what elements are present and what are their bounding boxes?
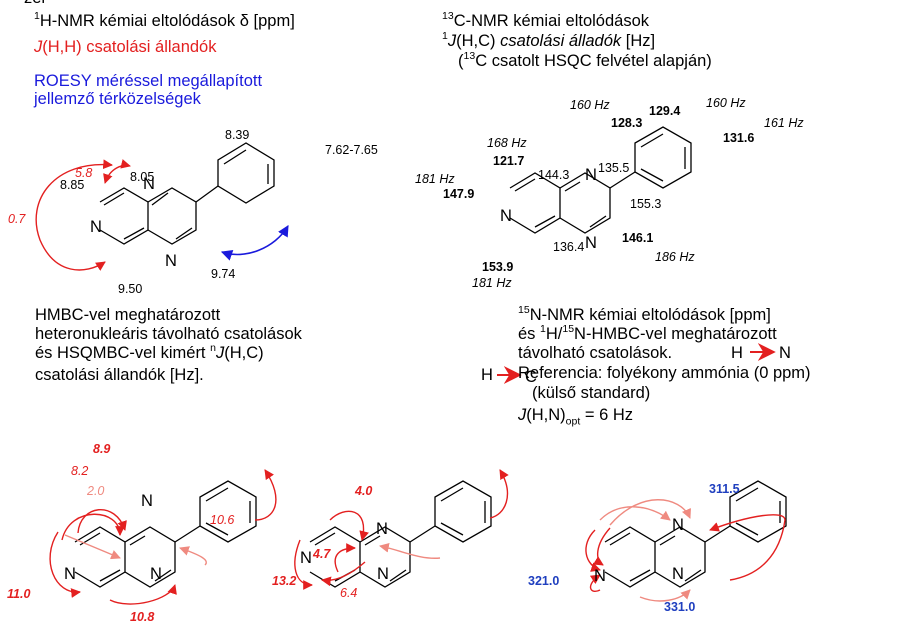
atom-n-4-n: N <box>672 565 684 583</box>
j-ch-5: 181 Hz <box>472 276 512 290</box>
c-shift-128-3: 128.3 <box>611 116 643 130</box>
j-hh-0-7: 0.7 <box>8 212 26 226</box>
atom-n-1-n: N <box>672 516 684 534</box>
header-title: zer <box>24 0 47 8</box>
atom-n-6-c: N <box>500 207 512 225</box>
j-ch-ortho: 160 Hz <box>570 98 610 112</box>
j-hh-07-arrow <box>35 159 113 271</box>
hmbc-text-4: csatolási állandók [Hz]. <box>35 366 204 384</box>
molecule-n-nmr <box>604 480 787 588</box>
h-nmr-heading: 1H-NMR kémiai eltolódások δ [ppm] <box>34 9 295 30</box>
c-shift-146-1: 146.1 <box>622 231 654 245</box>
n-shift-331-0: 331.0 <box>664 600 696 614</box>
molecule-h-nmr <box>99 142 275 245</box>
n-nmr-text-6: J(H,N)opt = 6 Hz <box>518 406 633 428</box>
hmbc-1-arrows <box>49 469 277 605</box>
h-shift-8-85: 8.85 <box>60 178 85 192</box>
atom-n-1-h1: N <box>141 492 153 510</box>
atom-n-6-n: N <box>594 567 606 585</box>
n-legend-n: N <box>779 344 791 362</box>
c-shift-155-3: 155.3 <box>630 197 662 211</box>
hmbc1-10-8: 10.8 <box>130 610 155 624</box>
hmbc-text-3: és HSQMBC-vel kimért nJ(H,C) <box>35 341 264 362</box>
hmbc-2-arrows <box>294 469 509 590</box>
hmbc1-8-9: 8.9 <box>93 442 111 456</box>
roesy-heading-1: ROESY méréssel megállapított <box>34 72 263 90</box>
atom-n-4: N <box>165 252 177 270</box>
c-shift-121-7: 121.7 <box>493 154 525 168</box>
h-shift-8-05: 8.05 <box>130 170 155 184</box>
n-shift-311-5: 311.5 <box>709 482 740 496</box>
hmbc1-2-0: 2.0 <box>87 484 105 498</box>
hmbc1-11-0: 11.0 <box>7 587 31 601</box>
n-shift-321-0: 321.0 <box>528 574 560 588</box>
atom-n-6-h2: N <box>300 549 312 567</box>
c-shift-144-3: 144.3 <box>538 168 570 182</box>
c-shift-135-5: 135.5 <box>598 161 630 175</box>
c-nmr-heading: 13C-NMR kémiai eltolódások <box>442 9 649 30</box>
atom-n-4-c: N <box>585 234 597 252</box>
n-hmbc-arrows <box>585 499 786 602</box>
roesy-arrow <box>220 225 289 261</box>
n-nmr-text-5: (külső standard) <box>532 384 651 402</box>
c-shift-136-4: 136.4 <box>553 240 585 254</box>
hmbc2-4-7: 4.7 <box>313 547 331 561</box>
h-shift-8-39: 8.39 <box>225 128 250 142</box>
hmbc-text-1: HMBC-vel meghatározott <box>35 306 221 324</box>
n-nmr-text-4: Referencia: folyékony ammónia (0 ppm) <box>518 364 811 382</box>
j-hh-heading: J(H,H) csatolási állandók <box>34 38 217 56</box>
hmbc-legend-c: C <box>525 368 537 386</box>
hmbc-text-2: heteronukleáris távolható csatolások <box>35 325 302 343</box>
c-shift-131-6: 131.6 <box>723 131 755 145</box>
atom-n-4-h2: N <box>377 565 389 583</box>
hmbc1-10-6: 10.6 <box>210 513 235 527</box>
n-nmr-text-2: és 1H/15N-HMBC-vel meghatározott <box>518 322 777 343</box>
c-nmr-coupling-heading: 1J(H,C) csatolási álladók [Hz] <box>442 29 656 50</box>
hmbc2-6-4: 6.4 <box>340 586 358 600</box>
n-legend-h: H <box>731 344 743 362</box>
h-shift-phenyl: 7.62-7.65 <box>325 143 378 157</box>
hmbc2-13-2: 13.2 <box>272 574 297 588</box>
n-nmr-text-1: 15N-NMR kémiai eltolódások [ppm] <box>518 303 771 324</box>
roesy-heading-2: jellemző térközelségek <box>34 90 201 108</box>
atom-n-4-h1: N <box>150 565 162 583</box>
c-nmr-hsqc-note: (13C csatolt HSQC felvétel alapján) <box>458 49 712 70</box>
hmbc2-4-0: 4.0 <box>355 484 373 498</box>
atom-n-1-c: N <box>585 166 597 184</box>
h-shift-9-50: 9.50 <box>118 282 143 296</box>
j-ch-3: 186 Hz <box>655 250 695 264</box>
atom-n-6-h1: N <box>64 565 76 583</box>
c-shift-147-9: 147.9 <box>443 187 475 201</box>
atom-n-6: N <box>90 218 102 236</box>
j-ch-para: 161 Hz <box>764 116 804 130</box>
c-shift-129-4: 129.4 <box>649 104 681 118</box>
j-hh-58-arrow <box>103 159 131 184</box>
n-nmr-text-3: távolható csatolások. <box>518 344 673 362</box>
h-shift-9-74: 9.74 <box>211 267 236 281</box>
j-hh-5-8: 5.8 <box>75 166 93 180</box>
atom-n-1: N <box>143 175 155 193</box>
c-shift-153-9: 153.9 <box>482 260 514 274</box>
j-ch-8: 168 Hz <box>487 136 527 150</box>
j-ch-7: 181 Hz <box>415 172 455 186</box>
molecule-c-nmr <box>509 126 692 234</box>
hmbc-legend-h: H <box>481 366 493 384</box>
j-ch-meta: 160 Hz <box>706 96 746 110</box>
atom-n-1-h2: N <box>376 520 388 538</box>
hmbc1-8-2: 8.2 <box>71 464 89 478</box>
